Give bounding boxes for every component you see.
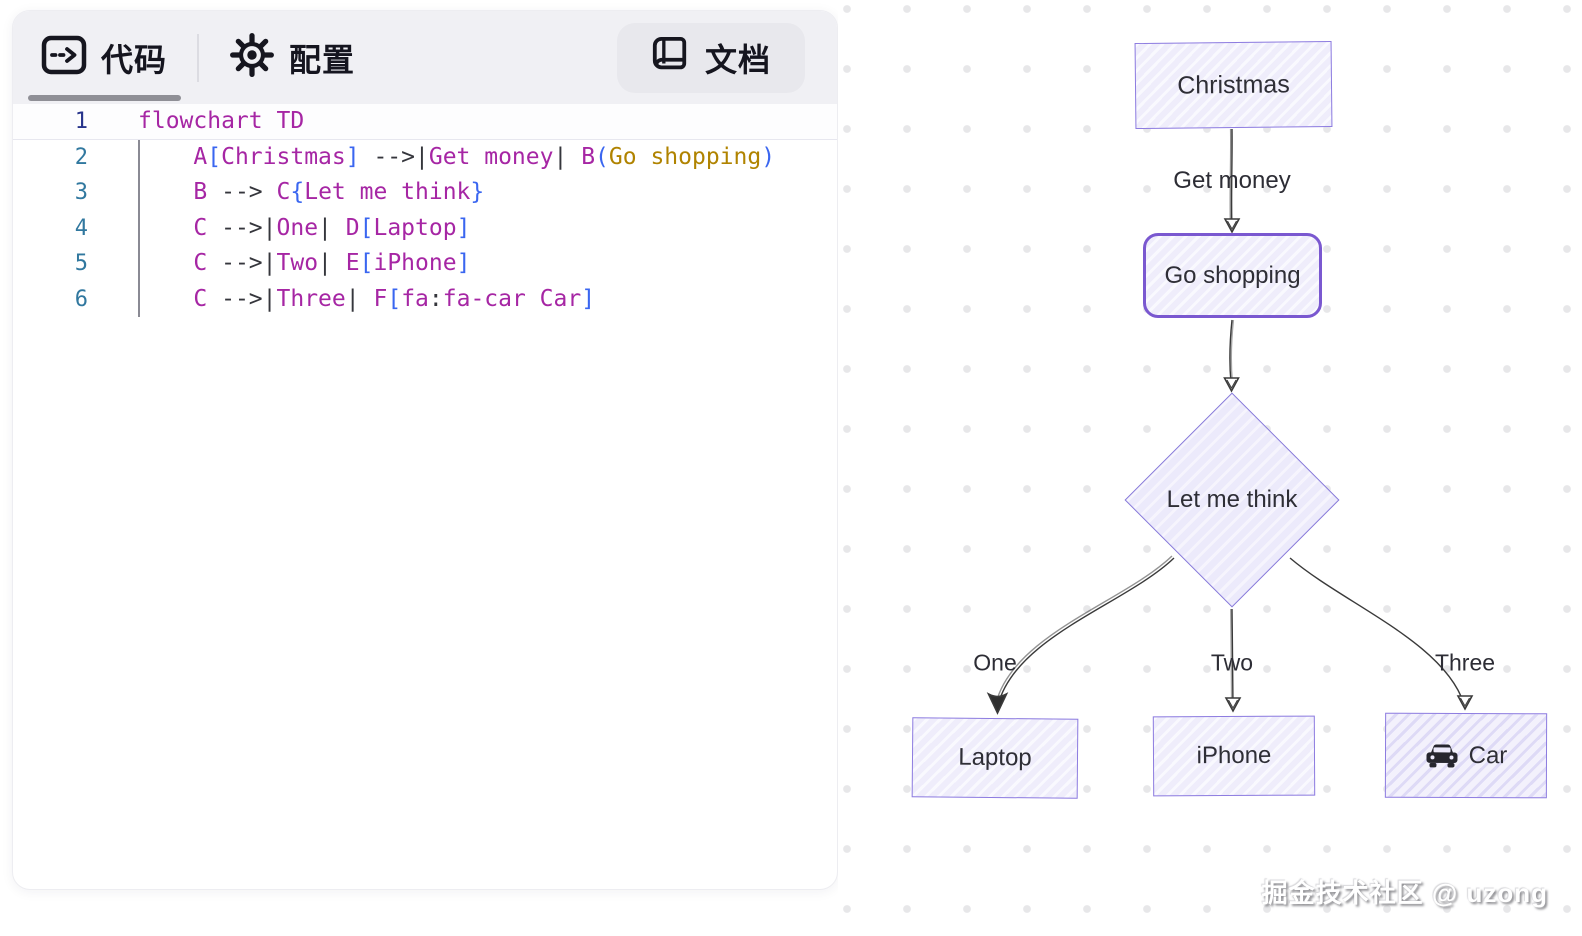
line-number: 3: [74, 180, 88, 205]
line-number: 4: [74, 215, 88, 241]
car-icon: [1425, 742, 1459, 769]
code-editor-panel: 代码 配置: [12, 10, 838, 890]
docs-button[interactable]: 文档: [616, 22, 805, 93]
edge-think-iphone: [1231, 608, 1234, 707]
code-text: C -->|Three| F[fa:fa-car Car]: [193, 285, 596, 312]
line-number: 1: [74, 109, 88, 134]
arrowhead-outlined: [1223, 377, 1240, 393]
node-label: Let me think: [1166, 486, 1298, 513]
node-label: Laptop: [958, 743, 1032, 772]
node-iphone: iPhone: [1152, 715, 1316, 797]
node-label: Christmas: [1177, 69, 1290, 100]
arrowhead-outlined: [1456, 695, 1474, 711]
diagram-preview: Christmas Go shopping Let me think Lapto…: [838, 0, 1582, 936]
arrowhead-solid: [986, 692, 1009, 715]
code-window-icon: [41, 35, 87, 80]
edge-label-three: Three: [1434, 649, 1496, 676]
line-number: 6: [74, 286, 88, 312]
active-tab-underline: [28, 95, 181, 101]
code-line[interactable]: 1 flowchart TD: [13, 104, 837, 140]
book-icon: [651, 36, 689, 79]
code-text: flowchart TD: [138, 108, 305, 134]
arrowhead-outlined: [1224, 697, 1242, 713]
tab-code-label: 代码: [101, 41, 168, 78]
edge-label-one: One: [973, 649, 1017, 676]
code-line[interactable]: 2 A[Christmas] -->|Get money| B(Go shopp…: [13, 140, 837, 176]
indent-guide: [138, 140, 140, 317]
code-editor[interactable]: 1 flowchart TD 2 A[Christmas] -->|Get mon…: [13, 104, 837, 317]
edge-think-laptop: [997, 557, 1175, 706]
tab-config[interactable]: 配置: [229, 32, 355, 83]
node-label: Car: [1468, 741, 1508, 769]
node-christmas: Christmas: [1134, 40, 1333, 130]
code-text: C -->|One| D[Laptop]: [193, 214, 471, 241]
gear-icon: [229, 32, 275, 83]
node-label: Go shopping: [1164, 261, 1301, 289]
code-line[interactable]: 4 C -->|One| D[Laptop]: [13, 211, 837, 247]
code-line[interactable]: 5 C -->|Two| E[iPhone]: [13, 246, 837, 282]
code-line[interactable]: 3 B --> C{Let me think}: [13, 175, 837, 211]
node-laptop: Laptop: [911, 717, 1079, 799]
tab-divider: [197, 33, 200, 82]
node-go-shopping: Go shopping: [1143, 233, 1322, 318]
line-number: 5: [74, 251, 88, 276]
docs-button-label: 文档: [704, 41, 771, 78]
node-car: Car: [1384, 712, 1548, 799]
node-label: iPhone: [1196, 741, 1272, 770]
code-text: B --> C{Let me think}: [193, 179, 485, 205]
flowchart-edges: [986, 128, 1474, 715]
tab-code[interactable]: 代码: [41, 35, 167, 81]
code-text: A[Christmas] -->|Get money| B(Go shoppin…: [193, 143, 776, 170]
edge-label-get-money: Get money: [1173, 167, 1291, 194]
line-number: 2: [74, 144, 88, 170]
editor-tabbar: 代码 配置: [13, 11, 837, 104]
tab-config-label: 配置: [289, 41, 356, 78]
code-text: C -->|Two| E[iPhone]: [193, 250, 471, 276]
edge-think-car: [1289, 557, 1465, 705]
edge-label-two: Two: [1210, 649, 1254, 676]
arrowhead-outlined: [1223, 218, 1241, 234]
code-line[interactable]: 6 C -->|Three| F[fa:fa-car Car]: [13, 282, 837, 318]
watermark: 掘金技术社区 @ uzong: [1261, 878, 1548, 908]
